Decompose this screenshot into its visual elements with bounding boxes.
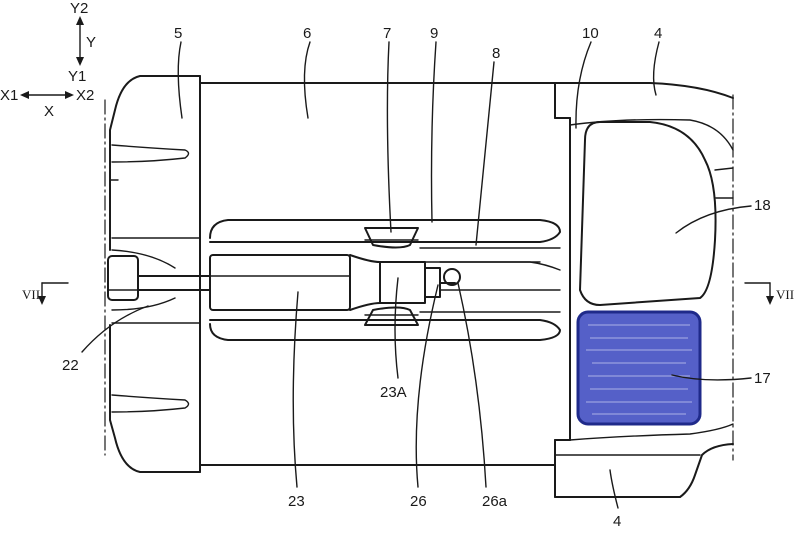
label-26: 26 [410, 493, 427, 510]
part-23-motor [209, 254, 441, 311]
part-18-compartment [579, 121, 734, 306]
section-label-left: VII [22, 287, 40, 302]
part-26-rod [439, 268, 461, 286]
part-17-fill [576, 310, 702, 426]
label-17: 17 [754, 370, 771, 387]
label-26a: 26a [482, 493, 508, 510]
label-7: 7 [383, 25, 391, 42]
label-22: 22 [62, 357, 79, 374]
section-mark-right: VII [744, 282, 794, 305]
axis-indicator: Y2 Y Y1 X1 X2 X [0, 0, 96, 120]
part-6-main-housing [199, 82, 556, 466]
label-8: 8 [492, 45, 500, 62]
label-23: 23 [288, 493, 305, 510]
part-9-guide-rail [209, 219, 561, 341]
axis-y1-label: Y1 [68, 68, 86, 85]
axis-y2-label: Y2 [70, 0, 88, 17]
label-4-top: 4 [654, 25, 662, 42]
axis-x1-label: X1 [0, 87, 18, 104]
part-26a-pin [443, 268, 461, 286]
label-9: 9 [430, 25, 438, 42]
section-label-right: VII [776, 287, 794, 302]
label-4-bottom: 4 [613, 513, 621, 530]
part-7-coupling [364, 227, 419, 326]
part-5-housing [109, 75, 201, 473]
label-18: 18 [754, 197, 771, 214]
axis-x2-label: X2 [76, 87, 94, 104]
part-22-shaft [107, 255, 211, 301]
label-23A: 23A [380, 384, 407, 401]
axis-x-label: X [44, 103, 54, 120]
label-10: 10 [582, 25, 599, 42]
leader-lines [81, 41, 752, 509]
label-6: 6 [303, 25, 311, 42]
part-17-highlighted-block [576, 310, 702, 426]
section-mark-left: VII [22, 282, 69, 305]
axis-y-label: Y [86, 34, 96, 51]
label-5: 5 [174, 25, 182, 42]
